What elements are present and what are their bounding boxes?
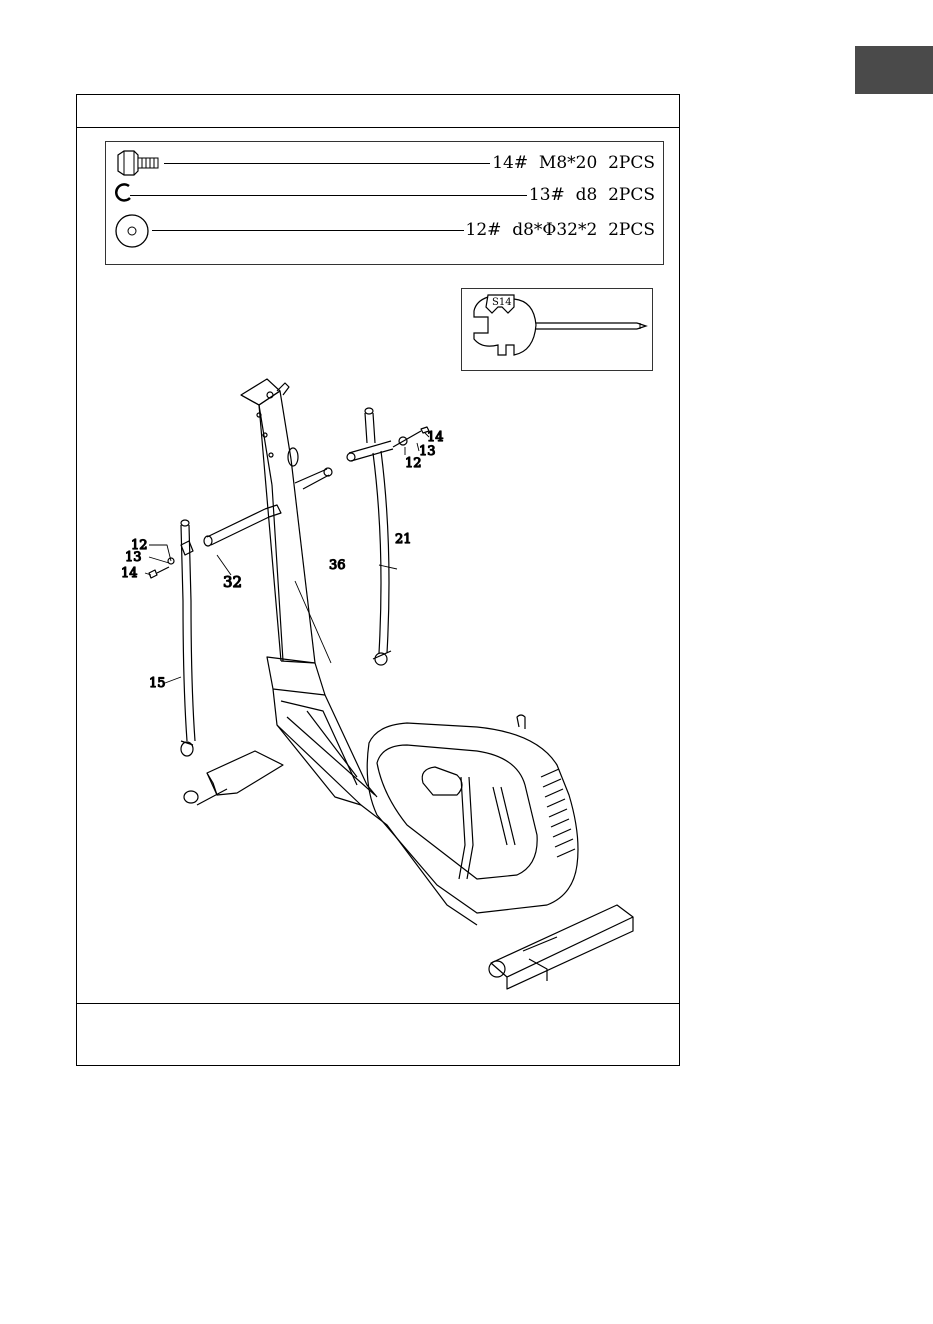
callout-14-left: 14 — [121, 566, 138, 581]
flywheel-housing — [367, 715, 578, 913]
part-label-bolt: 14# M8*20 2PCS — [490, 153, 655, 173]
callout-32: 32 — [223, 573, 242, 591]
part-label-spring-washer: 13# d8 2PCS — [527, 185, 655, 205]
language-tab — [855, 46, 933, 94]
part-row-spring-washer: 13# d8 2PCS — [106, 182, 663, 212]
callout-14-right: 14 — [427, 430, 444, 445]
tool-box: S14 — [461, 288, 653, 371]
parts-list-box: 14# M8*20 2PCS 13# d8 2PCS 12# d8*Φ32*2 … — [105, 141, 664, 265]
tool-label: S14 — [492, 297, 512, 308]
wrench-icon: S14 — [462, 289, 652, 370]
assembly-step-frame: 14# M8*20 2PCS 13# d8 2PCS 12# d8*Φ32*2 … — [76, 94, 680, 1066]
bolt-icon — [116, 150, 162, 176]
callout-21: 21 — [395, 532, 412, 547]
leader-line — [152, 230, 482, 231]
frame-base — [184, 657, 477, 925]
left-handlebar — [149, 520, 195, 756]
main-mast — [241, 379, 315, 663]
part-row-flat-washer: 12# d8*Φ32*2 2PCS — [106, 212, 663, 242]
callout-12-right: 12 — [405, 456, 422, 471]
callout-15: 15 — [149, 676, 166, 691]
leader-line — [130, 195, 546, 196]
exploded-assembly-diagram: 12 13 14 15 32 36 21 14 13 12 — [77, 365, 677, 1005]
frame-footer — [77, 1003, 679, 1065]
flat-washer-icon — [112, 212, 154, 252]
part-row-bolt: 14# M8*20 2PCS — [106, 150, 663, 180]
part-label-flat-washer: 12# d8*Φ32*2 2PCS — [464, 220, 655, 240]
callout-leaders — [145, 433, 429, 683]
leader-line — [164, 163, 509, 164]
spring-washer-icon — [114, 183, 136, 203]
frame-header — [77, 95, 679, 128]
front-stabilizer — [489, 905, 633, 989]
right-handlebar — [347, 408, 429, 665]
callout-13-left: 13 — [125, 550, 142, 565]
callout-36: 36 — [329, 558, 346, 573]
